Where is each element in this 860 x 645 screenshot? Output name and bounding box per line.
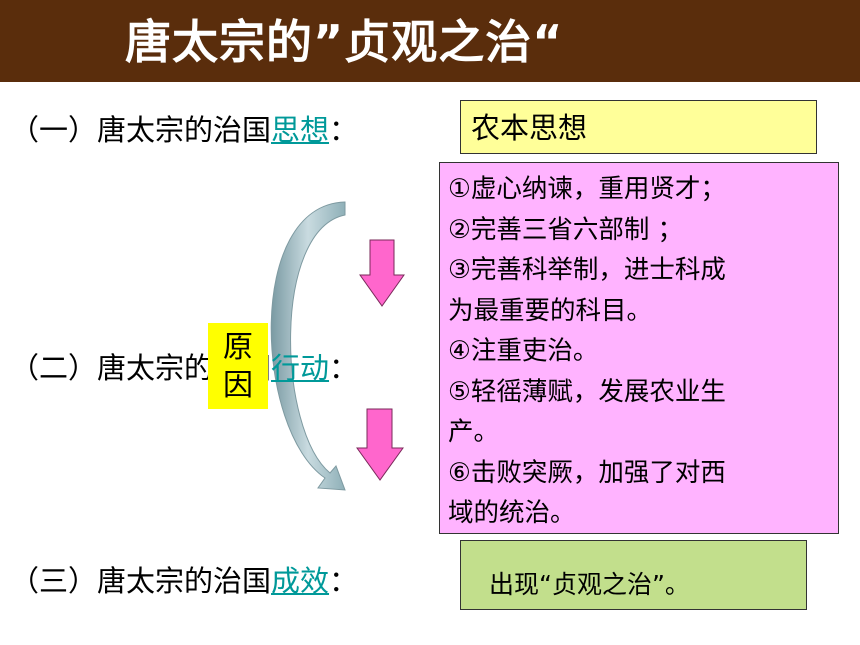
thought-box: 农本思想 [460,100,817,154]
row-result-prefix: （三）唐太宗的治国 [10,564,272,598]
row-action-suffix: ： [329,351,359,385]
row-thought-suffix: ： [329,113,359,147]
result-box: 出现“贞观之治”。 [460,540,807,610]
action-line: ④注重吏治。 [448,336,599,366]
action-line: ⑤轻徭薄赋，发展农业生 [448,376,726,407]
title-bar: 唐太宗的”贞观之治“ [0,0,860,82]
row-result: （三）唐太宗的治国成效： [10,558,358,600]
action-line: ①虚心纳谏，重用贤才； [448,174,726,204]
action-line: 为最重要的科目。 [448,295,653,326]
link-action[interactable]: 行动 [271,351,330,385]
page-title: 唐太宗的”贞观之治“ [125,15,564,69]
row-result-suffix: ： [329,564,359,598]
row-action: （二）唐太宗的治国行动： [10,345,358,387]
down-arrow-icon [359,239,405,307]
curved-arrow-icon [270,201,346,491]
link-thought[interactable]: 思想 [271,113,330,147]
action-line: ②完善三省六部制 ； [448,214,683,245]
reason-label-line1: 原 [223,330,253,365]
actions-box: ①虚心纳谏，重用贤才； ②完善三省六部制 ； ③完善科举制，进士科成 为最重要的… [439,162,839,534]
action-line: ③完善科举制，进士科成 [448,255,726,285]
link-result[interactable]: 成效 [271,564,330,598]
down-arrow-icon [356,408,404,481]
row-thought-prefix: （一）唐太宗的治国 [10,113,272,147]
reason-label-line2: 因 [223,368,253,403]
action-line: 域的统治。 [448,498,576,528]
action-line: ⑥击败突厥，加强了对西 [448,457,726,488]
action-line: 产。 [448,417,500,447]
reason-label: 原 因 [208,323,268,409]
row-thought: （一）唐太宗的治国思想： [10,107,358,149]
